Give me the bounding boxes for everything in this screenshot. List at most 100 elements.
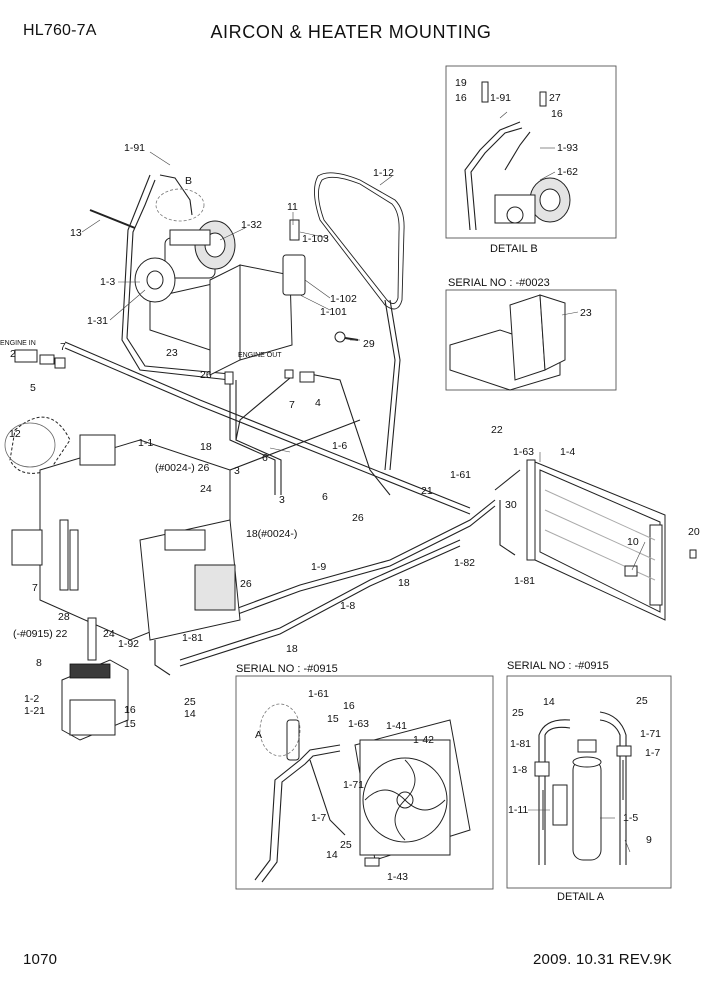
callout-1-82: 1-82 bbox=[454, 557, 475, 569]
leader-lines bbox=[81, 111, 646, 853]
callout-11: 11 bbox=[287, 201, 298, 213]
detail-a-drawing bbox=[534, 711, 632, 865]
callout-7-c: 7 bbox=[32, 582, 38, 594]
callout-1-41: 1-41 bbox=[386, 720, 407, 732]
callout-1-81: 1-81 bbox=[182, 632, 203, 644]
callout-22: 22 bbox=[491, 424, 503, 436]
callout-26-a: 26 bbox=[200, 369, 212, 381]
callout-18-0024: 18(#0024-) bbox=[246, 528, 297, 540]
revision-date: 2009. 10.31 REV.9K bbox=[533, 951, 672, 968]
callout-1-71-a: 1-71 bbox=[640, 728, 661, 740]
callout-16-s: 16 bbox=[343, 700, 355, 712]
detail-a-caption: DETAIL A bbox=[557, 891, 605, 903]
fittings-engine bbox=[14, 349, 315, 385]
callout-1-61-s: 1-61 bbox=[308, 688, 329, 700]
callout-1-5: 1-5 bbox=[623, 812, 638, 824]
callout-1-8: 1-8 bbox=[340, 600, 355, 612]
callout-1-91: 1-91 bbox=[124, 142, 145, 154]
callout-1-63-s: 1-63 bbox=[348, 718, 369, 730]
engine-out-note: ENGINE OUT bbox=[238, 352, 282, 359]
callout-12: 12 bbox=[9, 428, 21, 440]
callout-25-a2: 25 bbox=[512, 707, 524, 719]
condenser-1-4 bbox=[526, 459, 666, 621]
callout-6-b: 6 bbox=[322, 491, 328, 503]
callout-15-s: 15 bbox=[327, 713, 339, 725]
callout-14: 14 bbox=[184, 708, 196, 720]
receiver-1-102 bbox=[282, 254, 306, 296]
detail-b-marker bbox=[155, 188, 205, 222]
callout-0915-22: (-#0915) 22 bbox=[13, 628, 67, 640]
bolt-13 bbox=[89, 209, 136, 229]
page-title: AIRCON & HEATER MOUNTING bbox=[210, 22, 492, 42]
callout-9: 9 bbox=[646, 834, 652, 846]
callout-25-a1: 25 bbox=[636, 695, 648, 707]
callout-5: 5 bbox=[30, 382, 36, 394]
callout-2: 2 bbox=[10, 348, 16, 360]
controller-1-2 bbox=[61, 659, 129, 741]
callout-b: B bbox=[185, 175, 192, 187]
callout-7-b: 7 bbox=[289, 399, 295, 411]
callout-7-a: 7 bbox=[60, 341, 66, 353]
callout-28: 28 bbox=[58, 611, 70, 623]
callout-1-32: 1-32 bbox=[241, 219, 262, 231]
callout-1-7-a: 1-7 bbox=[645, 747, 660, 759]
callout-1-11: 1-11 bbox=[508, 804, 528, 816]
callout-13: 13 bbox=[70, 227, 82, 239]
callout-1-9: 1-9 bbox=[311, 561, 326, 573]
serial-23-caption: SERIAL NO : -#0023 bbox=[448, 277, 550, 289]
callout-26-b: 26 bbox=[352, 512, 364, 524]
callout-1-21: 1-21 bbox=[24, 705, 45, 717]
callout-1-7-s: 1-7 bbox=[311, 812, 326, 824]
drive-belt bbox=[314, 172, 405, 310]
callout-16-b1: 16 bbox=[455, 92, 467, 104]
engine-in-note: ENGINE IN bbox=[0, 340, 36, 347]
callout-1-3: 1-3 bbox=[100, 276, 115, 288]
callout-1-4: 1-4 bbox=[560, 446, 575, 458]
detail-b-caption: DETAIL B bbox=[490, 243, 538, 255]
callout-0024-26: (#0024-) 26 bbox=[155, 462, 209, 474]
callout-1-42: 1-42 bbox=[413, 734, 434, 746]
callout-25-s: 25 bbox=[340, 839, 352, 851]
detail-a-serial-caption: SERIAL NO : -#0915 bbox=[507, 660, 609, 672]
callout-1-12: 1-12 bbox=[373, 167, 394, 179]
callout-1-93: 1-93 bbox=[557, 142, 578, 154]
detail-b-frame bbox=[445, 65, 617, 239]
callout-18-c: 18 bbox=[286, 643, 298, 655]
callout-16-b2: 16 bbox=[551, 108, 563, 120]
detail-b-drawing bbox=[464, 81, 571, 231]
callout-labels: 1-91 B 13 1-32 11 1-103 1-12 1-3 1-102 1… bbox=[9, 77, 700, 883]
callout-1-103: 1-103 bbox=[302, 233, 329, 245]
callout-8: 8 bbox=[36, 657, 42, 669]
callout-14-s: 14 bbox=[326, 849, 338, 861]
condenser-old bbox=[254, 703, 471, 883]
callout-1-71-s: 1-71 bbox=[343, 779, 364, 791]
callout-1-91-b: 1-91 bbox=[490, 92, 511, 104]
callout-24-a: 24 bbox=[200, 483, 212, 495]
callout-30: 30 bbox=[505, 499, 517, 511]
callout-1-92: 1-92 bbox=[118, 638, 139, 650]
callout-10: 10 bbox=[627, 536, 639, 548]
callout-1-101: 1-101 bbox=[320, 306, 347, 318]
serial-23-frame bbox=[445, 289, 617, 391]
callout-25: 25 bbox=[184, 696, 196, 708]
callout-15: 15 bbox=[124, 718, 136, 730]
callout-1-2: 1-2 bbox=[24, 693, 39, 705]
callout-1-63: 1-63 bbox=[513, 446, 534, 458]
callout-20: 20 bbox=[688, 526, 700, 538]
callout-26-c: 26 bbox=[240, 578, 252, 590]
callout-24-b: 24 bbox=[103, 628, 115, 640]
callout-19: 19 bbox=[455, 77, 467, 89]
callout-1-61: 1-61 bbox=[450, 469, 471, 481]
callout-23-serial: 23 bbox=[580, 307, 592, 319]
callout-1-31: 1-31 bbox=[87, 315, 108, 327]
callout-1-43: 1-43 bbox=[387, 871, 408, 883]
callout-1-8-a: 1-8 bbox=[512, 764, 527, 776]
callout-1-81-b: 1-81 bbox=[514, 575, 535, 587]
callout-29: 29 bbox=[363, 338, 375, 350]
callout-23: 23 bbox=[166, 347, 178, 359]
callout-16: 16 bbox=[124, 704, 136, 716]
detail-a-frame bbox=[506, 675, 672, 889]
callout-14-a: 14 bbox=[543, 696, 555, 708]
compressor-assembly bbox=[134, 220, 293, 376]
